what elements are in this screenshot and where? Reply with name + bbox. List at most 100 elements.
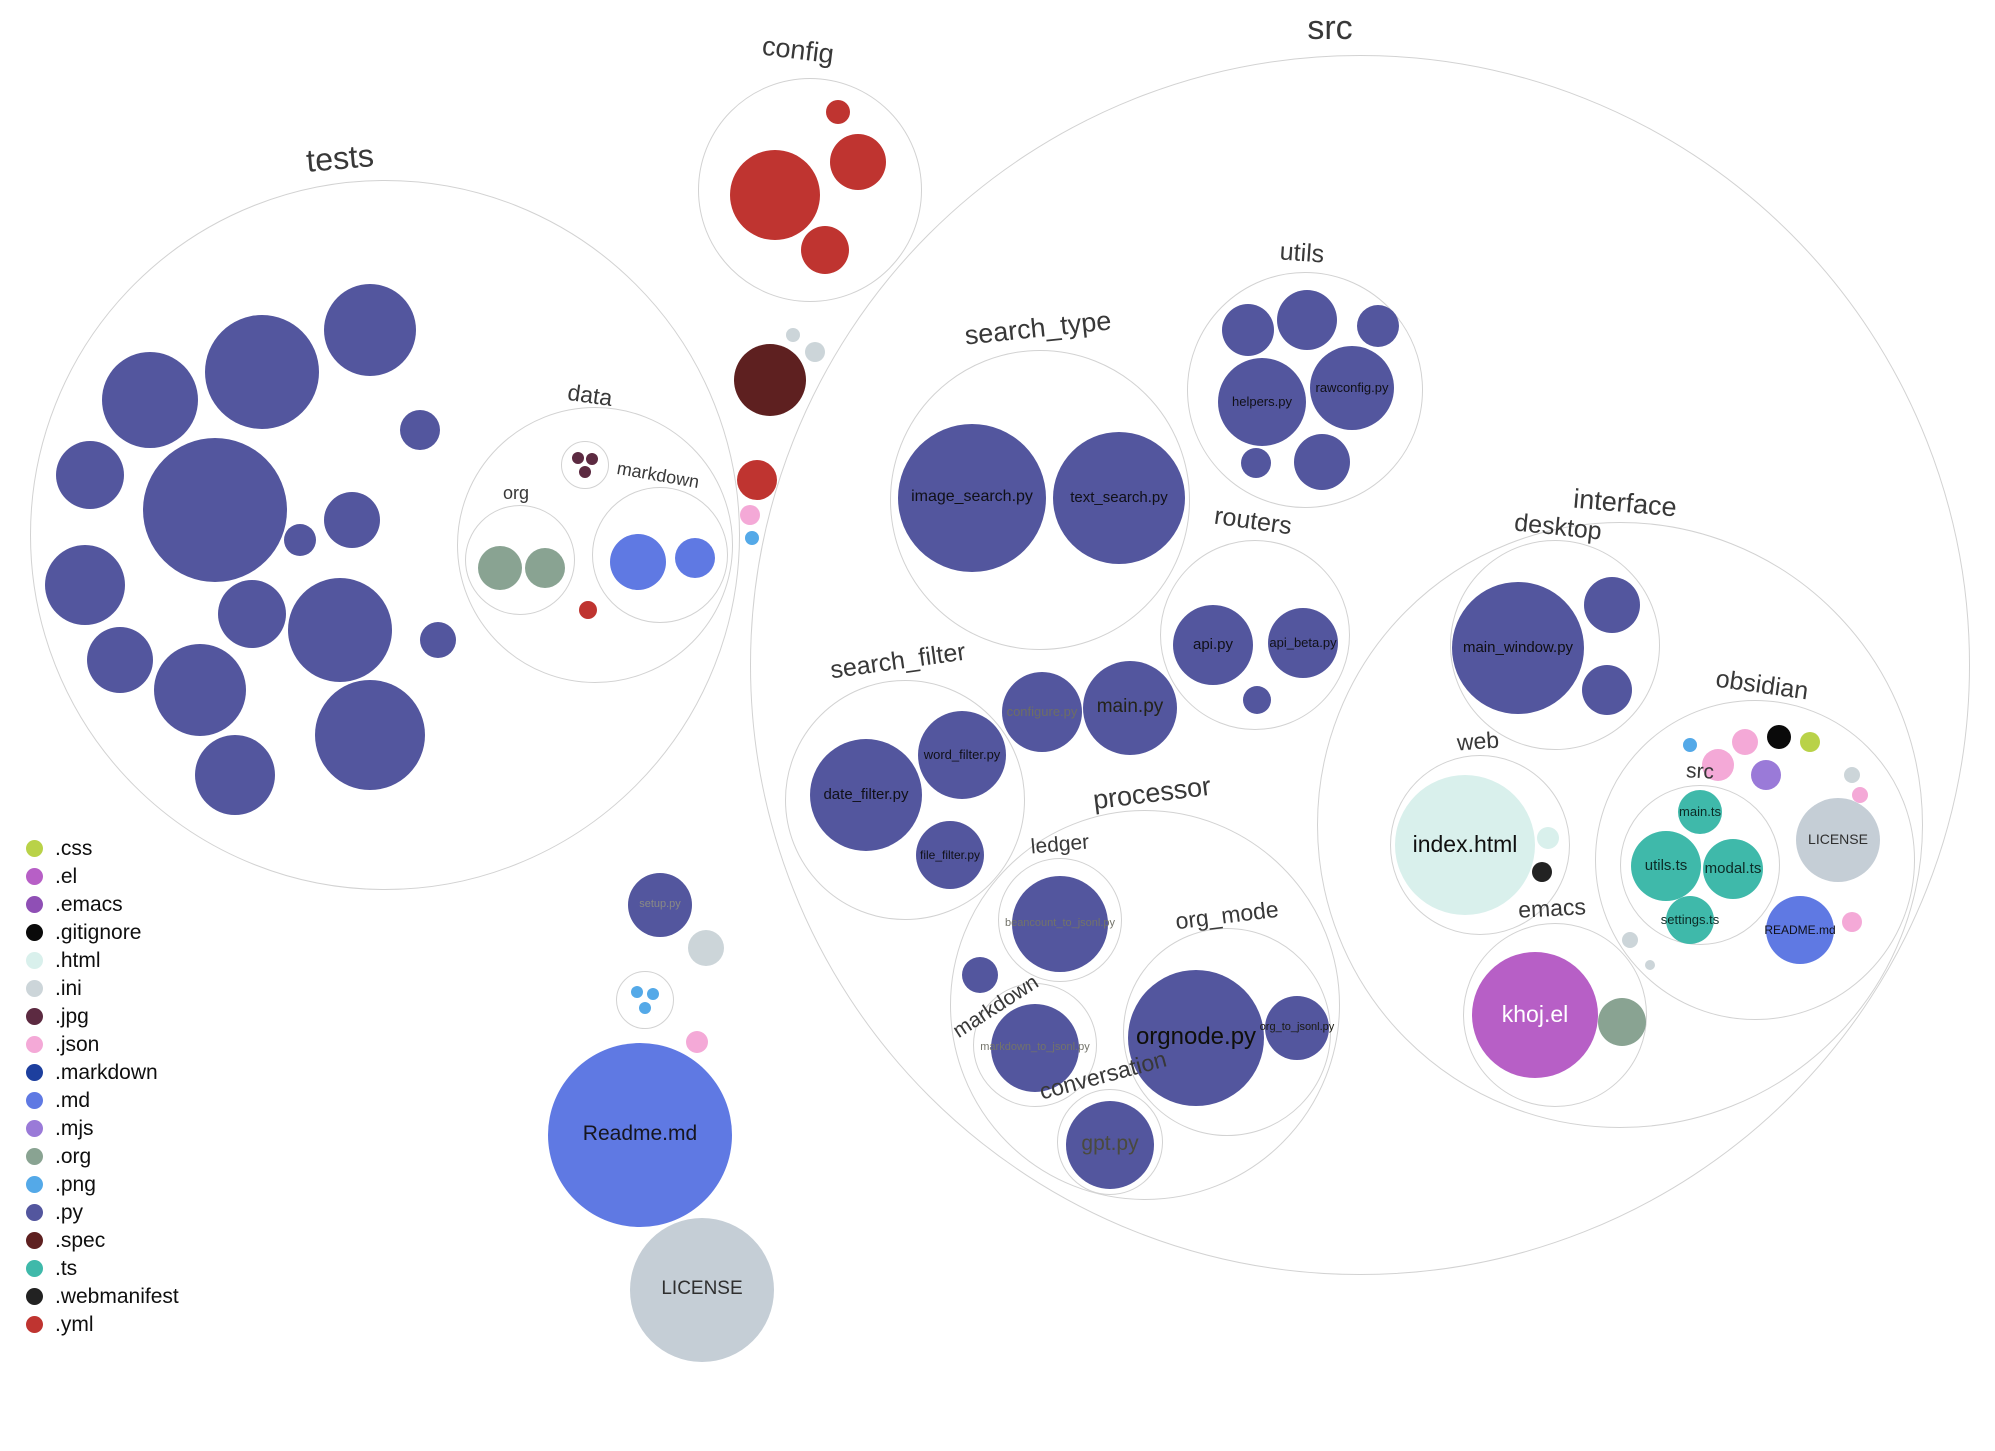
file-circle-license-root (630, 1218, 774, 1362)
file-circle-word-filter-py (918, 711, 1006, 799)
file-circle-main-py (1083, 661, 1177, 755)
folder-circle-data-jpg-dir (561, 441, 609, 489)
legend-item-yml: .yml (26, 1310, 179, 1338)
file-circle-obs-ini-2 (1622, 932, 1638, 948)
folder-circle-obsidian (1595, 700, 1915, 1020)
file-circle-tests-py-13 (315, 680, 425, 790)
legend-swatch-spec (26, 1231, 43, 1249)
legend-item-py: .py (26, 1198, 179, 1226)
legend-swatch-markdown (26, 1063, 43, 1081)
file-circle-utils-py-2 (1277, 290, 1337, 350)
file-circle-config-yml-4 (826, 100, 850, 124)
folder-circle-routers (1160, 540, 1350, 730)
label-src: src (1307, 8, 1353, 47)
file-circle-tests-py-5 (143, 438, 287, 582)
legend-label-png: .png (55, 1172, 96, 1196)
file-circle-root-ini-3 (688, 930, 724, 966)
file-circle-tests-py-2 (205, 315, 319, 429)
file-circle-obs-json-3 (1852, 787, 1868, 803)
file-circle-desktop-py-1 (1584, 577, 1640, 633)
folder-circle-config (698, 78, 922, 302)
file-circle-proc-py-1 (962, 957, 998, 993)
legend-item-html: .html (26, 946, 179, 974)
file-circle-gpt-py (1066, 1101, 1154, 1189)
file-circle-jpg-2 (586, 453, 598, 465)
file-circle-obs-gitignore (1767, 725, 1791, 749)
legend-label-css: .css (55, 836, 93, 860)
file-circle-md-file-1 (610, 534, 666, 590)
file-circle-tests-py-8 (218, 580, 286, 648)
file-circle-config-yml-1 (730, 150, 820, 240)
file-circle-root-spec (734, 344, 806, 416)
legend-label-jpg: .jpg (55, 1004, 89, 1028)
file-circle-root-json-1 (740, 505, 760, 525)
legend-label-org: .org (55, 1144, 92, 1168)
file-circle-tests-py-3 (324, 284, 416, 376)
folder-circle-markdown-proc (973, 983, 1097, 1107)
folder-circle-data-markdown (592, 487, 728, 623)
folder-circle-utils (1187, 272, 1423, 508)
file-circle-obs-mjs (1751, 760, 1781, 790)
folder-circle-data (457, 407, 733, 683)
file-circle-tests-py-6 (45, 545, 125, 625)
file-circle-config-yml-3 (801, 226, 849, 274)
legend-label-md: .md (55, 1088, 91, 1112)
file-circle-root-yml (737, 460, 777, 500)
file-circle-settings-ts (1666, 896, 1714, 944)
legend-swatch-gitignore (26, 923, 43, 941)
legend-item-css: .css (26, 834, 179, 862)
file-circle-tests-py-11 (324, 492, 380, 548)
file-circle-tests-py-7 (87, 627, 153, 693)
file-circle-web-webmanifest (1532, 862, 1552, 882)
legend-item-emacs: .emacs (26, 890, 179, 918)
file-circle-obs-ini-1 (1844, 767, 1860, 783)
legend-swatch-css (26, 839, 43, 857)
legend-label-el: .el (55, 864, 78, 888)
file-circle-routers-py-1 (1243, 686, 1271, 714)
folder-circle-search-filter (785, 680, 1025, 920)
file-circle-root-ini-2 (786, 328, 800, 342)
file-circle-utils-py-3 (1357, 305, 1399, 347)
file-circle-readme-obsidian (1766, 896, 1834, 964)
folder-circle-ledger (998, 858, 1122, 982)
folder-circle-data-org (465, 505, 575, 615)
folder-circle-root-png-dir (616, 971, 674, 1029)
legend-item-el: .el (26, 862, 179, 890)
file-circle-tests-py-14 (284, 524, 316, 556)
file-circle-org-jsonl-py (1265, 996, 1329, 1060)
file-circle-utils-py-5 (1241, 448, 1271, 478)
file-circle-index-html (1395, 775, 1535, 915)
file-circle-beancount-py (1012, 876, 1108, 972)
file-circle-obs-json-2 (1702, 749, 1734, 781)
file-circle-setup-py (628, 873, 692, 937)
legend-item-markdown: .markdown (26, 1058, 179, 1086)
legend-label-ini: .ini (55, 976, 82, 1000)
legend-swatch-png (26, 1175, 43, 1193)
legend-label-json: .json (55, 1032, 100, 1056)
file-circle-root-json-2 (686, 1031, 708, 1053)
folder-circle-src (750, 55, 1970, 1275)
file-circle-png-3 (639, 1002, 651, 1014)
file-circle-png-1 (631, 986, 643, 998)
file-circle-date-filter-py (810, 739, 922, 851)
legend-swatch-webmanifest (26, 1287, 43, 1305)
legend-swatch-py (26, 1203, 43, 1221)
legend-swatch-jpg (26, 1007, 43, 1025)
folder-circle-processor (950, 810, 1340, 1200)
legend-label-gitignore: .gitignore (55, 920, 142, 944)
legend-swatch-yml (26, 1315, 43, 1333)
legend-item-png: .png (26, 1170, 179, 1198)
legend-item-spec: .spec (26, 1226, 179, 1254)
legend-item-ts: .ts (26, 1254, 179, 1282)
legend-swatch-md (26, 1091, 43, 1109)
file-circle-tests-py-10 (288, 578, 392, 682)
legend-label-mjs: .mjs (55, 1116, 94, 1140)
legend-label-spec: .spec (55, 1228, 106, 1252)
file-circle-desktop-py-2 (1582, 665, 1632, 715)
folder-circle-org-mode (1123, 928, 1331, 1136)
file-circle-api-beta-py (1268, 608, 1338, 678)
legend-label-py: .py (55, 1200, 84, 1224)
file-circle-text-search-py (1053, 432, 1185, 564)
legend-item-md: .md (26, 1086, 179, 1114)
